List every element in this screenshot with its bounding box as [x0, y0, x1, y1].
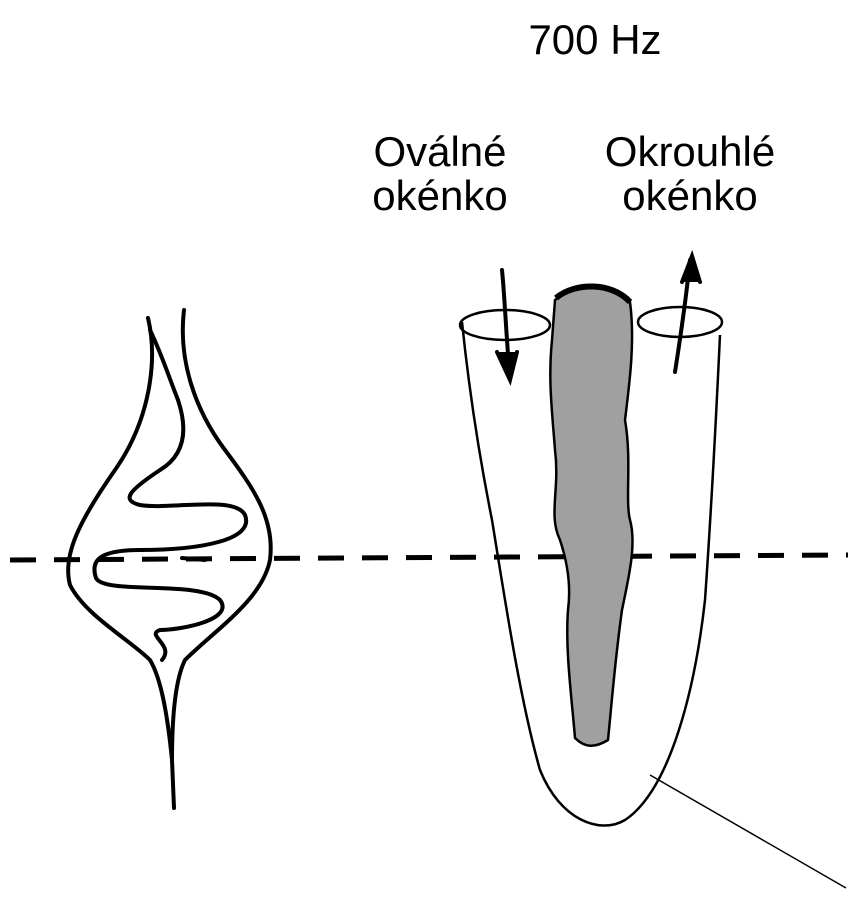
round-window-label: Okrouhlé okénko [575, 130, 805, 218]
basilar-membrane [550, 287, 632, 746]
traveling-wave [94, 400, 246, 660]
oval-window-label-line2: okénko [340, 174, 540, 218]
envelope-inner-left [150, 330, 178, 400]
dashed-reference-line [10, 555, 848, 560]
round-window-label-line2: okénko [575, 174, 805, 218]
oval-window-arrow-icon [497, 270, 517, 380]
envelope-left-outline [68, 318, 174, 808]
round-window-label-line1: Okrouhlé [575, 130, 805, 174]
envelope-right-outline [172, 310, 271, 760]
leader-line [650, 775, 846, 888]
oval-window-label: Oválné okénko [340, 130, 540, 218]
round-window-arrow-icon [675, 256, 700, 372]
frequency-label: 700 Hz [505, 18, 685, 62]
oval-window-label-line1: Oválné [340, 130, 540, 174]
